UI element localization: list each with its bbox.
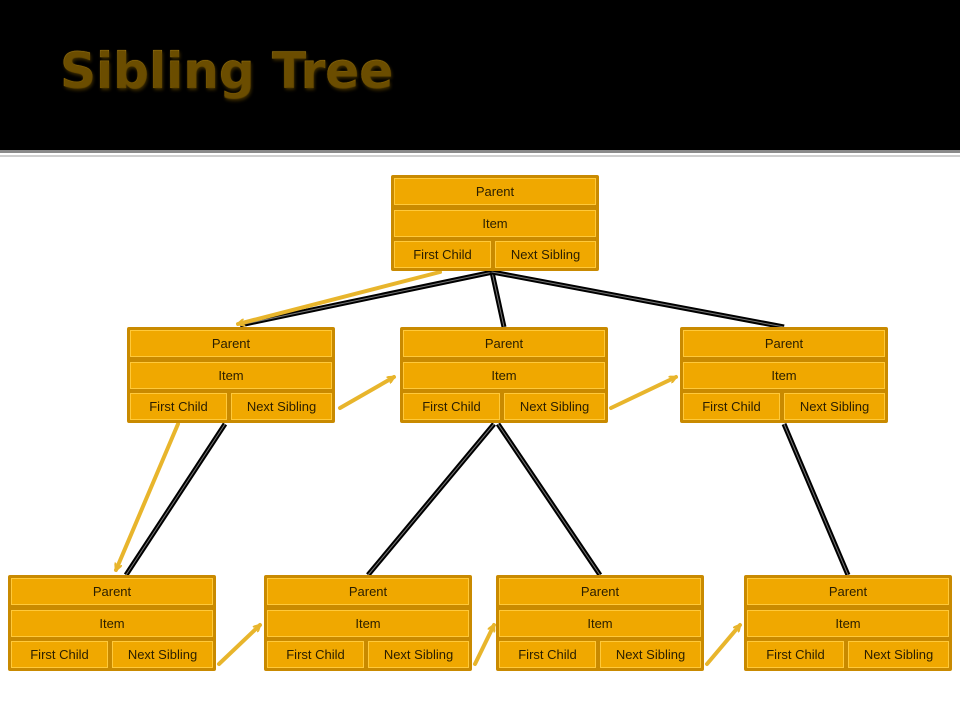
node-first-child-field: First Child (403, 393, 500, 420)
node-parent-field: Parent (394, 178, 596, 205)
node-item-field: Item (130, 362, 332, 389)
node-first-child-field: First Child (499, 641, 596, 668)
edge-m1-b1 (123, 422, 228, 577)
node-first-child-field: First Child (747, 641, 844, 668)
edge-root-m2 (489, 271, 507, 328)
node-middle-2: Parent Item First Child Next Sibling (400, 327, 608, 423)
node-next-sibling-field: Next Sibling (504, 393, 605, 420)
slide-title: Sibling Tree (60, 42, 394, 100)
node-first-child-field: First Child (267, 641, 364, 668)
node-next-sibling-field: Next Sibling (848, 641, 949, 668)
node-bottom-2: Parent Item First Child Next Sibling (264, 575, 472, 671)
node-first-child-field: First Child (130, 393, 227, 420)
node-first-child-field: First Child (683, 393, 780, 420)
node-middle-3: Parent Item First Child Next Sibling (680, 327, 888, 423)
node-middle-1: Parent Item First Child Next Sibling (127, 327, 335, 423)
arrow-m1-next-sibling (338, 375, 396, 410)
edge-m3-b4 (781, 423, 851, 576)
node-item-field: Item (403, 362, 605, 389)
node-first-child-field: First Child (11, 641, 108, 668)
node-item-field: Item (747, 610, 949, 637)
node-bottom-4: Parent Item First Child Next Sibling (744, 575, 952, 671)
edge-m2-b3 (495, 422, 603, 577)
node-bottom-1: Parent Item First Child Next Sibling (8, 575, 216, 671)
node-item-field: Item (11, 610, 213, 637)
arrow-b3-next-sibling (705, 623, 742, 666)
node-root: Parent Item First Child Next Sibling (391, 175, 599, 271)
node-parent-field: Parent (403, 330, 605, 357)
node-parent-field: Parent (130, 330, 332, 357)
pointer-arrows (114, 270, 742, 666)
node-item-field: Item (683, 362, 885, 389)
title-bar (0, 0, 960, 150)
node-parent-field: Parent (267, 578, 469, 605)
arrow-b2-next-sibling (473, 623, 496, 666)
tree-edges (123, 269, 851, 577)
node-item-field: Item (499, 610, 701, 637)
edge-m2-b2 (366, 422, 496, 577)
node-next-sibling-field: Next Sibling (231, 393, 332, 420)
edge-root-m1 (239, 269, 494, 328)
node-bottom-3: Parent Item First Child Next Sibling (496, 575, 704, 671)
node-next-sibling-field: Next Sibling (368, 641, 469, 668)
node-parent-field: Parent (747, 578, 949, 605)
node-next-sibling-field: Next Sibling (600, 641, 701, 668)
edge-root-m3 (491, 269, 785, 330)
arrow-b1-next-sibling (217, 623, 262, 666)
node-parent-field: Parent (11, 578, 213, 605)
node-parent-field: Parent (683, 330, 885, 357)
node-parent-field: Parent (499, 578, 701, 605)
title-divider (0, 150, 960, 153)
arrow-m2-next-sibling (609, 375, 678, 410)
node-next-sibling-field: Next Sibling (784, 393, 885, 420)
node-item-field: Item (394, 210, 596, 237)
node-first-child-field: First Child (394, 241, 491, 268)
node-item-field: Item (267, 610, 469, 637)
node-next-sibling-field: Next Sibling (112, 641, 213, 668)
arrow-m1-first-child (114, 422, 180, 572)
arrow-root-first-child (236, 270, 442, 324)
title-divider-light (0, 155, 960, 157)
node-next-sibling-field: Next Sibling (495, 241, 596, 268)
